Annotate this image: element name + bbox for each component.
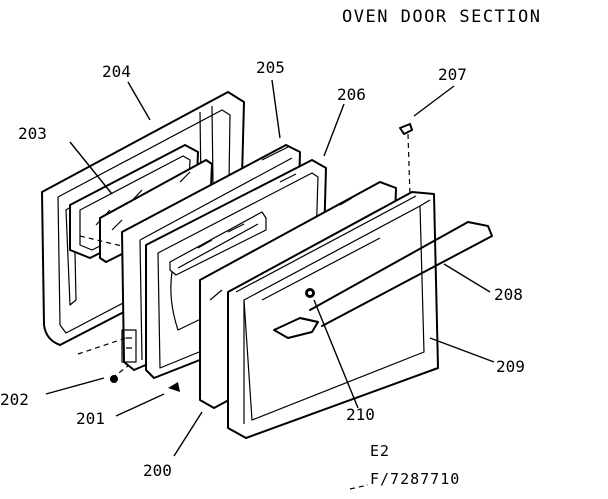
part-208-handle (273, 221, 493, 339)
part-201-screw (168, 382, 180, 392)
callout-207: 207 (438, 65, 467, 84)
callout-209: 209 (496, 357, 525, 376)
part-210-screw (305, 288, 315, 298)
callout-208: 208 (494, 285, 523, 304)
part-209-outer-frame (227, 191, 439, 439)
callout-201: 201 (76, 409, 105, 428)
diagram-title: OVEN DOOR SECTION (342, 7, 542, 27)
callout-202: 202 (0, 390, 29, 409)
code-line-1: E2 (370, 442, 390, 460)
leader-lines (45, 79, 495, 457)
code-underline (349, 484, 369, 490)
callout-206: 206 (337, 85, 366, 104)
part-207-screw (399, 123, 413, 197)
callout-210: 210 (346, 405, 375, 424)
callout-200: 200 (143, 461, 172, 480)
assembly-lines (77, 235, 129, 379)
callout-204: 204 (102, 62, 131, 81)
part-202-screw (110, 375, 118, 383)
code-line-2: F/7287710 (370, 470, 460, 488)
callout-203: 203 (18, 124, 47, 143)
callout-205: 205 (256, 58, 285, 77)
